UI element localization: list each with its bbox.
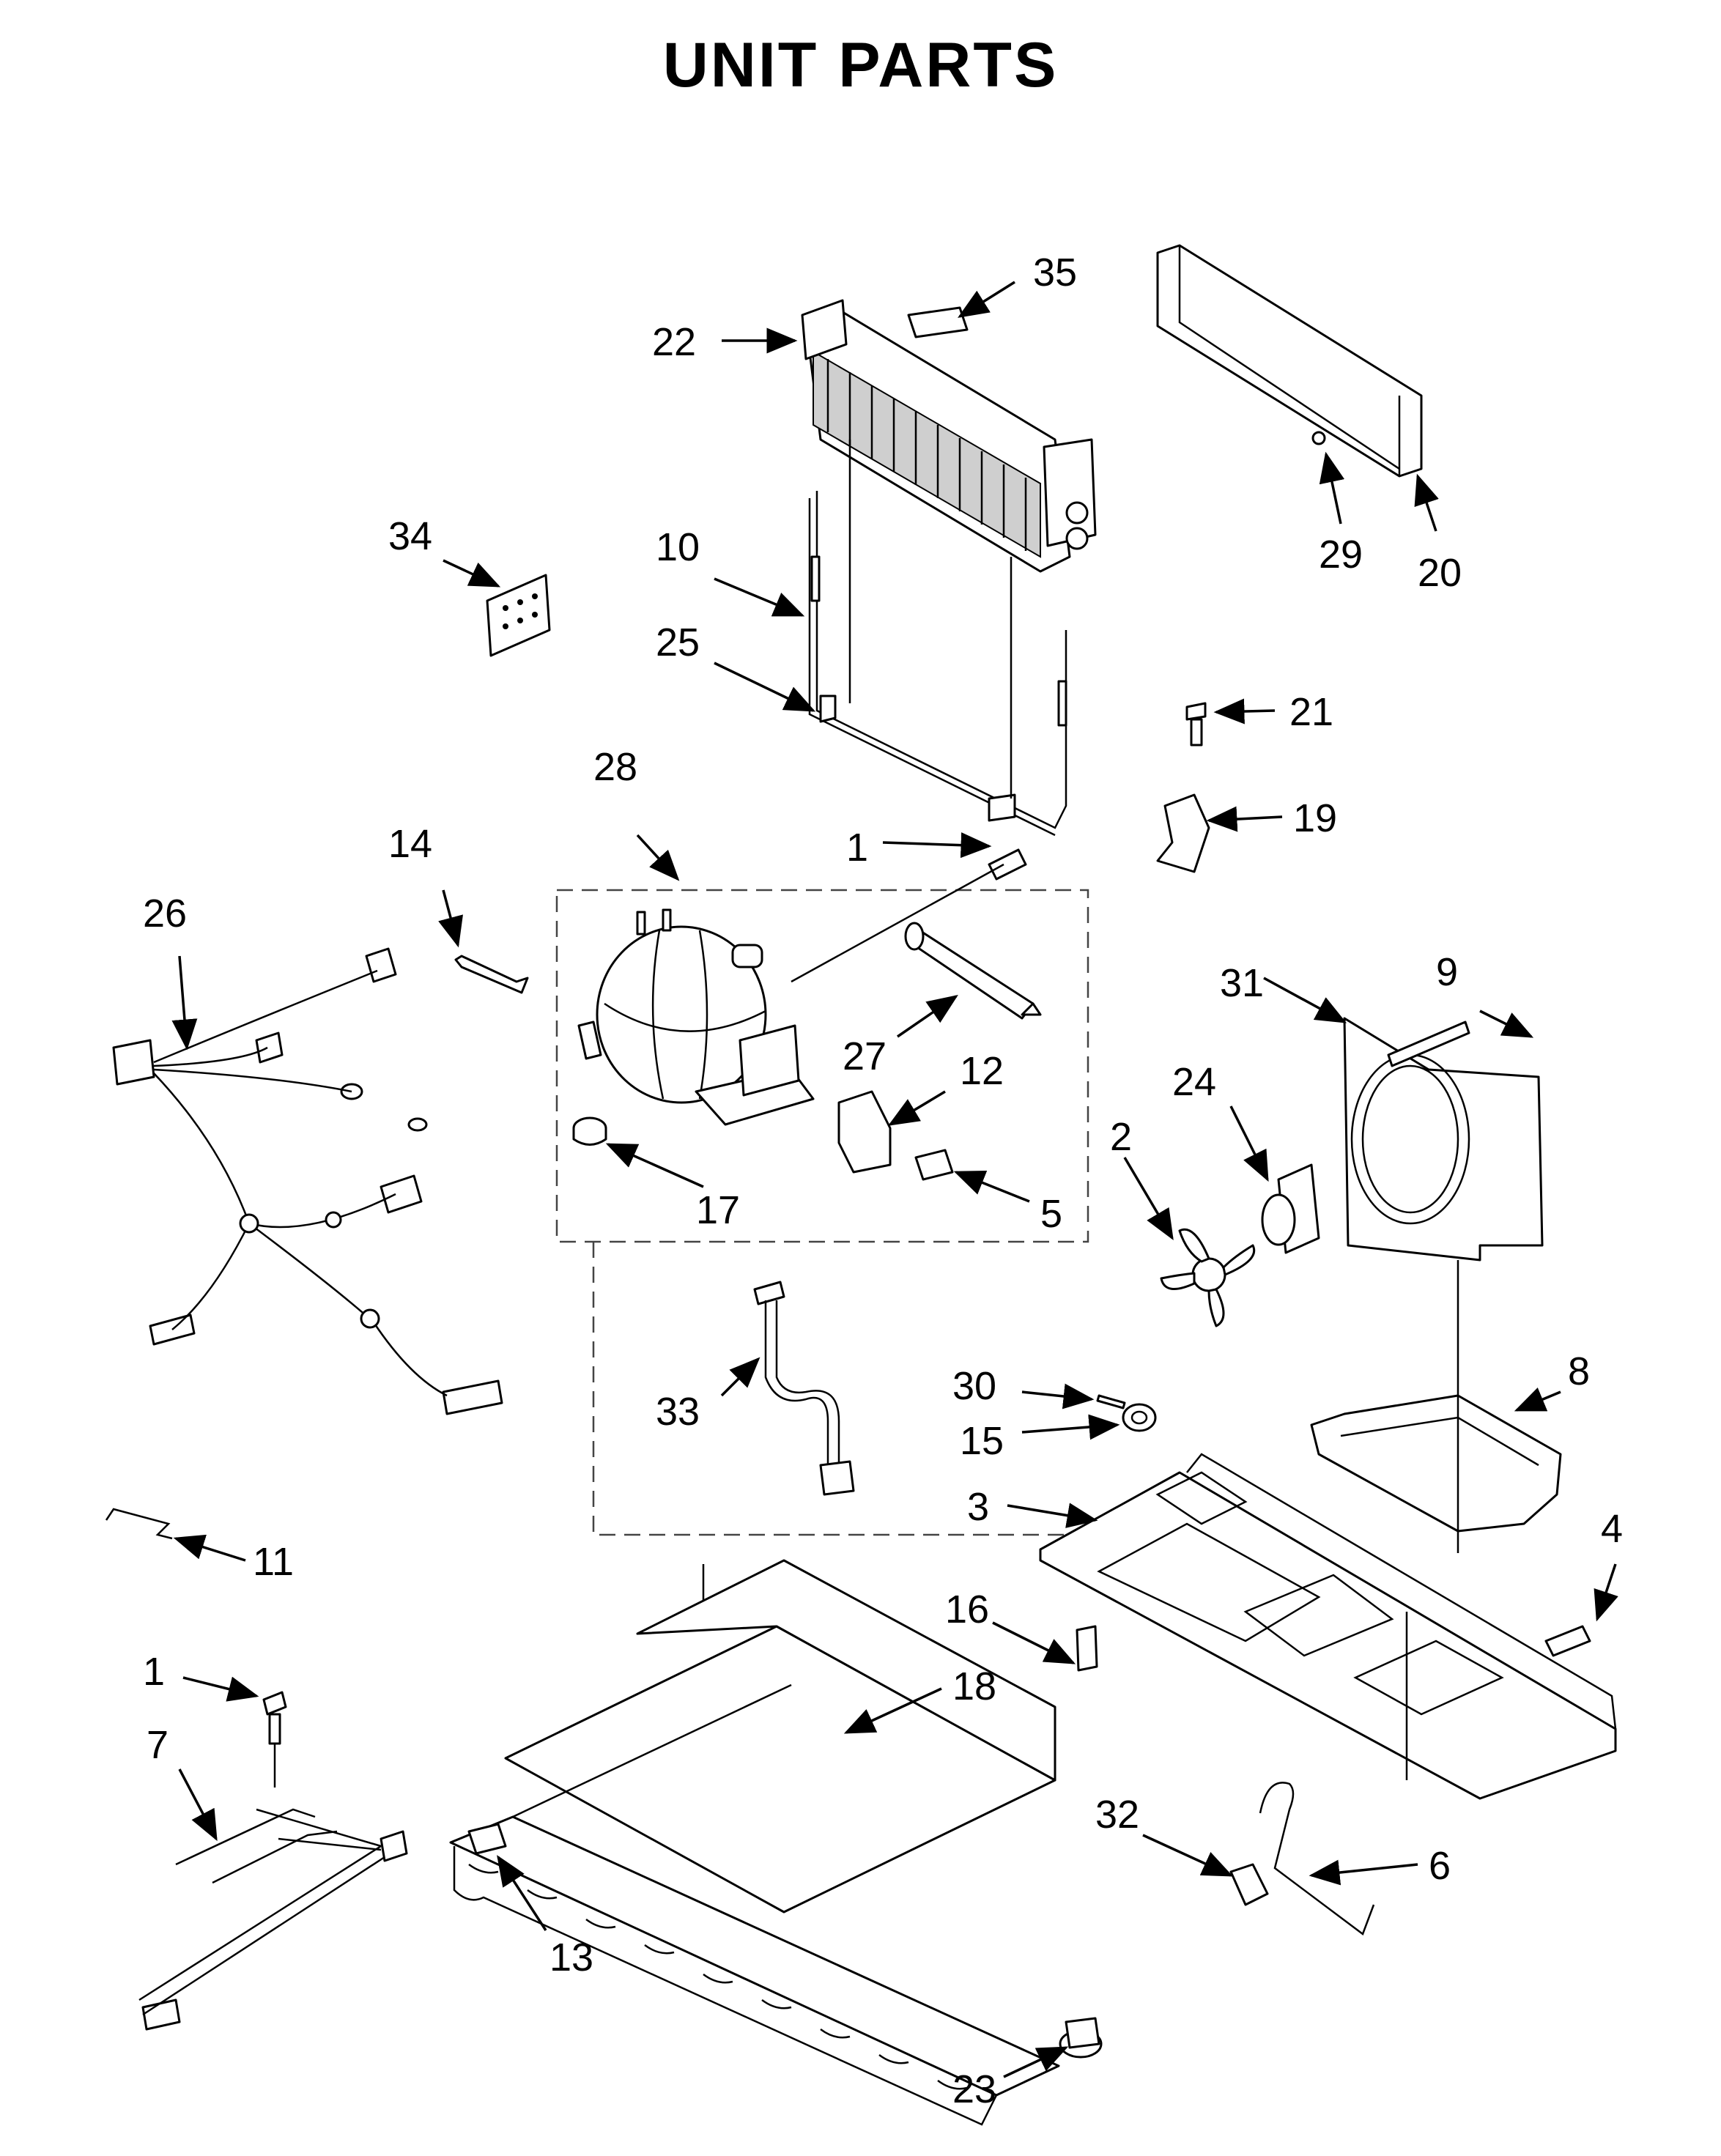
heater-harness-part-7 xyxy=(138,1808,408,2031)
compressor-part-28 xyxy=(577,908,815,1126)
condenser-coil-part-22 xyxy=(801,299,1097,573)
screw-part-21 xyxy=(1185,702,1207,747)
bracket-part-19 xyxy=(1156,793,1210,873)
fan-motor-part-24 xyxy=(1261,1163,1320,1254)
callout-14: 14 xyxy=(388,822,432,866)
callout-13: 13 xyxy=(549,1935,593,1979)
pin-part-30 xyxy=(1096,1394,1126,1409)
callout-17: 17 xyxy=(696,1188,740,1232)
callout-20: 20 xyxy=(1418,551,1462,595)
callout-6: 6 xyxy=(1429,1844,1451,1888)
wire-harness-part-26 xyxy=(112,947,503,1415)
tubing-parts-10-25 xyxy=(808,440,1067,837)
callout-21: 21 xyxy=(1289,690,1333,734)
callout-10: 10 xyxy=(656,525,700,569)
callout-8: 8 xyxy=(1568,1349,1590,1393)
callout-27: 27 xyxy=(843,1034,887,1078)
callout-30: 30 xyxy=(952,1364,996,1408)
callout-18: 18 xyxy=(952,1664,996,1708)
callout-9: 9 xyxy=(1436,950,1458,994)
page-title: UNIT PARTS xyxy=(662,30,1059,100)
callout-32: 32 xyxy=(1095,1793,1139,1837)
clip-part-11 xyxy=(105,1508,173,1540)
callout-31: 31 xyxy=(1220,961,1264,1005)
capacitor-part-5 xyxy=(914,1149,954,1181)
callout-15: 15 xyxy=(960,1419,1004,1463)
clamp-part-23 xyxy=(1059,2017,1103,2059)
cap-part-32 xyxy=(1229,1863,1269,1906)
callout-5: 5 xyxy=(1040,1192,1062,1236)
fan-shroud-part-31 xyxy=(1343,1017,1544,1262)
callout-26: 26 xyxy=(143,892,187,936)
callout-24: 24 xyxy=(1172,1060,1216,1104)
base-pan-part-3 xyxy=(1039,1453,1617,1800)
screw-part-16 xyxy=(1076,1625,1098,1672)
bushing-part-15 xyxy=(1122,1403,1157,1432)
leader-lines xyxy=(171,281,1618,2078)
tube-part-33 xyxy=(753,1281,855,1496)
relay-part-12 xyxy=(837,1090,892,1174)
screw-part-4 xyxy=(1544,1625,1591,1657)
strap-part-14 xyxy=(454,955,529,994)
bracket-part-8 xyxy=(1310,1260,1562,1553)
callout-33: 33 xyxy=(656,1390,700,1434)
callout-7: 7 xyxy=(147,1723,169,1767)
callout-3: 3 xyxy=(967,1485,989,1529)
callout-28: 28 xyxy=(593,745,637,789)
group-dashed-line xyxy=(592,1242,1092,1536)
callout-1-top: 1 xyxy=(846,826,868,870)
fan-blade-part-2 xyxy=(1160,1228,1256,1327)
evaporator-part-18 xyxy=(449,1559,1060,2126)
callout-4: 4 xyxy=(1601,1507,1623,1551)
compressor-group-box xyxy=(555,889,1089,1243)
callout-19: 19 xyxy=(1293,796,1337,840)
screw-part-29 xyxy=(1311,431,1326,445)
callout-1-bottom: 1 xyxy=(143,1650,165,1694)
rod-part-6 xyxy=(1259,1782,1375,1936)
drier-part-27 xyxy=(904,922,1042,1020)
clip-part-13 xyxy=(467,1823,507,1855)
board-part-34 xyxy=(486,574,551,657)
callout-23: 23 xyxy=(952,2067,996,2111)
callout-35: 35 xyxy=(1033,251,1077,294)
callout-22: 22 xyxy=(652,320,696,364)
callout-16: 16 xyxy=(945,1588,989,1631)
grommet-part-17 xyxy=(572,1116,607,1146)
callout-29: 29 xyxy=(1319,533,1363,577)
screw-part-9 xyxy=(1387,1020,1470,1067)
cover-part-20 xyxy=(1156,244,1423,478)
callout-12: 12 xyxy=(960,1049,1004,1093)
bolt-part-1-top xyxy=(791,848,1027,983)
bolt-part-1-bottom xyxy=(262,1691,287,1788)
label-part-35 xyxy=(907,306,969,338)
callout-25: 25 xyxy=(656,621,700,664)
callout-11: 11 xyxy=(253,1540,294,1584)
callout-2: 2 xyxy=(1110,1115,1132,1159)
callout-numbers: 35 22 34 10 25 29 20 21 19 28 14 26 1 27… xyxy=(143,251,1623,2111)
callout-34: 34 xyxy=(388,514,432,558)
